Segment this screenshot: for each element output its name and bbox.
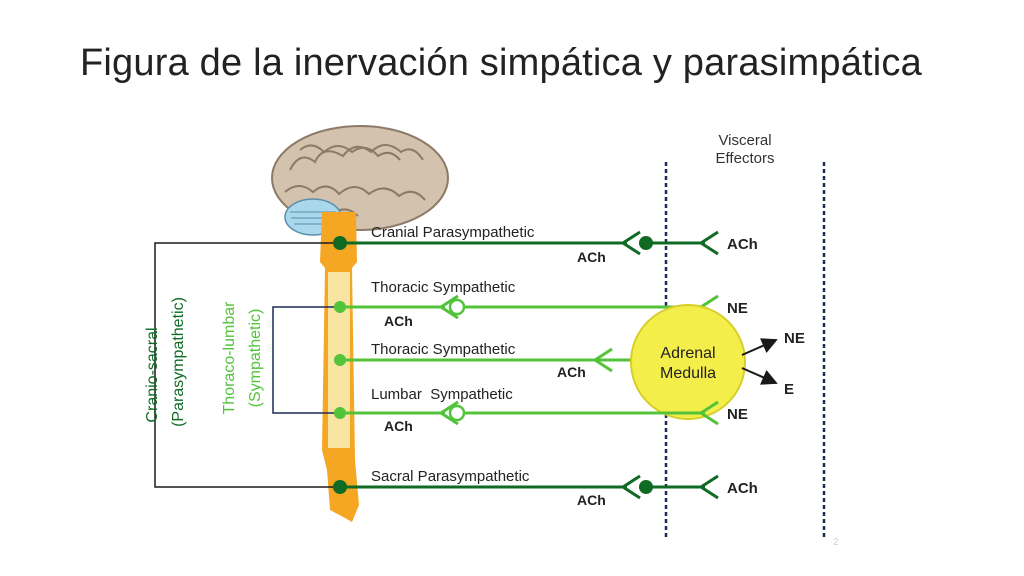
pathway-thoracic-sympathetic-adrenal: Thoracic Sympathetic ACh — [334, 341, 632, 380]
pathway-lumbar-sympathetic: Lumbar Sympathetic ACh NE — [334, 386, 748, 434]
preganglionic-soma — [333, 480, 347, 494]
preganglionic-nt: ACh — [577, 249, 606, 265]
pathway-name: Sacral Parasympathetic — [371, 468, 530, 485]
pathway-thoracic-sympathetic-1: Thoracic Sympathetic ACh NE — [334, 279, 748, 329]
preganglionic-nt: ACh — [384, 313, 413, 329]
spinal-cord — [320, 212, 359, 522]
pathway-sacral-parasympathetic: Sacral Parasympathetic ACh ACh — [333, 468, 758, 508]
cranio-sacral-label: Cranio-sacral — [144, 327, 161, 422]
visceral-effectors-label-line2: Effectors — [716, 150, 775, 167]
preganglionic-nt: ACh — [557, 364, 586, 380]
preganglionic-soma — [334, 301, 346, 313]
preganglionic-soma — [333, 236, 347, 250]
sympathetic-label: (Sympathetic) — [247, 309, 264, 408]
pathway-name: Thoracic Sympathetic — [371, 341, 516, 358]
adrenal-label-line1: Adrenal — [660, 345, 715, 362]
postganglionic-nt: ACh — [727, 236, 758, 253]
pathway-name: Lumbar Sympathetic — [371, 386, 513, 403]
postganglionic-nt: ACh — [727, 480, 758, 497]
ganglion-soma — [448, 404, 466, 422]
adrenal-label-line2: Medulla — [660, 365, 716, 382]
slide-title: Figura de la inervación simpática y para… — [80, 42, 922, 84]
ganglion-soma — [448, 298, 466, 316]
pathway-cranial-parasympathetic: Cranial Parasympathetic ACh ACh — [333, 224, 758, 265]
slide-number: 2 — [833, 537, 839, 548]
preganglionic-soma — [334, 407, 346, 419]
arrow-ne — [741, 338, 778, 356]
adrenal-medulla: Adrenal Medulla NE E — [630, 304, 805, 420]
postganglionic-nt: NE — [727, 300, 748, 317]
pathway-name: Cranial Parasympathetic — [371, 224, 535, 241]
adrenal-output-e: E — [784, 381, 794, 398]
thoraco-lumbar-label: Thoraco-lumbar — [221, 301, 238, 415]
preganglionic-nt: ACh — [384, 418, 413, 434]
cranio-sacral-bracket — [154, 242, 340, 488]
preganglionic-soma — [334, 354, 346, 366]
thoraco-lumbar-bracket — [272, 306, 340, 414]
pathway-name: Thoracic Sympathetic — [371, 279, 516, 296]
preganglionic-nt: ACh — [577, 492, 606, 508]
parasympathetic-label: (Parasympathetic) — [170, 297, 187, 427]
arrow-e — [741, 367, 778, 385]
adrenal-output-ne: NE — [784, 330, 805, 347]
postganglionic-nt: NE — [727, 406, 748, 423]
visceral-effectors-label-line1: Visceral — [718, 132, 771, 149]
